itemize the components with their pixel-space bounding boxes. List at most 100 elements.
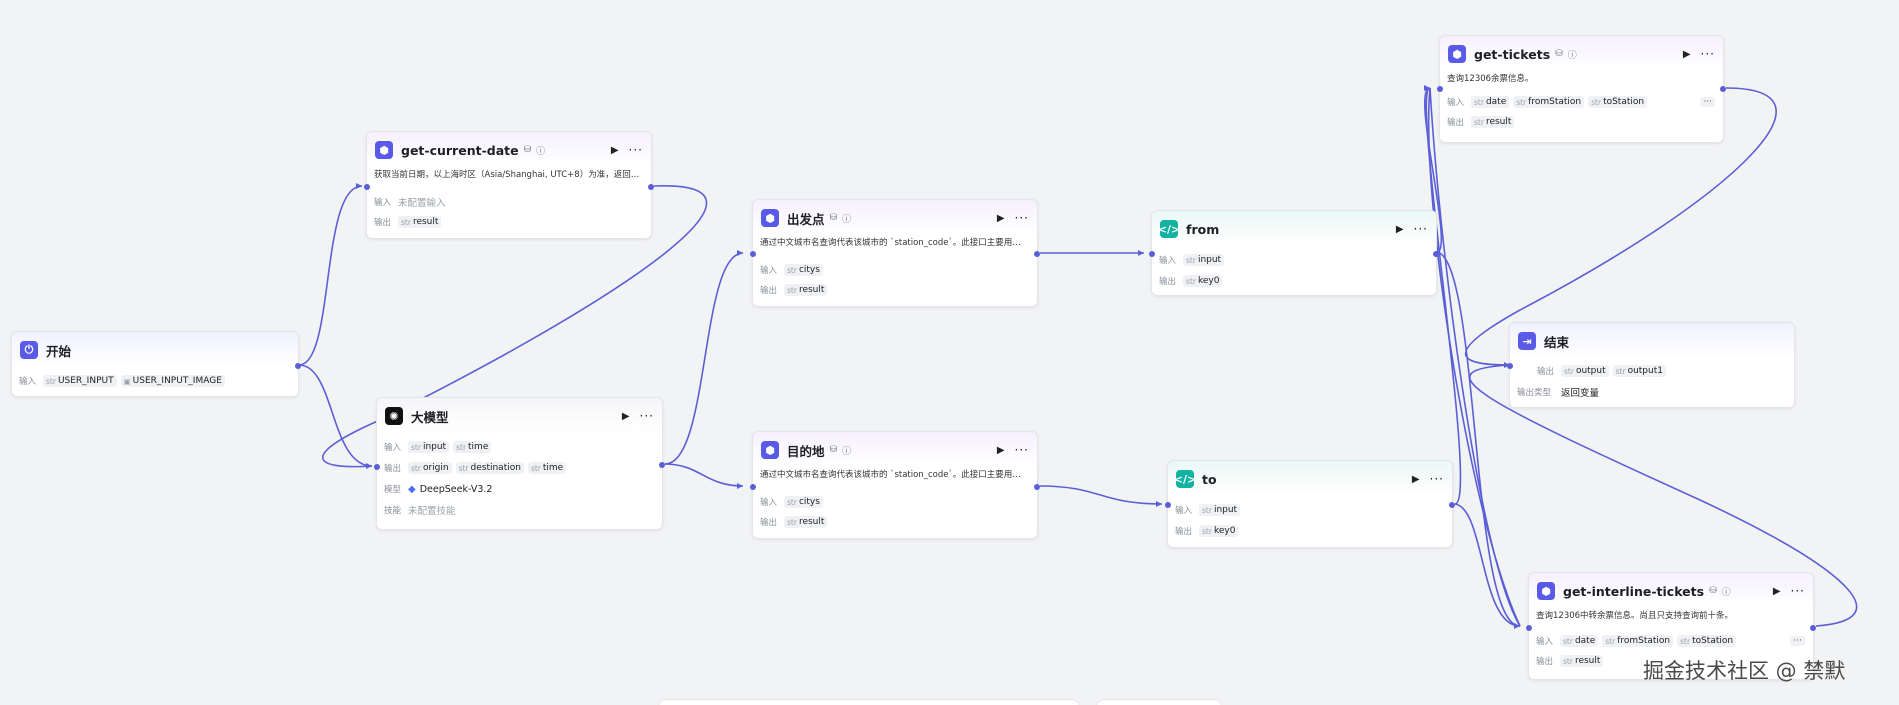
input-port[interactable] [374, 464, 380, 470]
input-port[interactable] [1437, 86, 1443, 92]
info-icon[interactable]: ⓘ [536, 146, 546, 157]
cache-icon: ⛁ [1709, 586, 1717, 596]
run-icon[interactable]: ▶ [621, 410, 630, 422]
type-label: str [456, 442, 467, 452]
node-header: ⬢ get-interline-tickets ⛁ ⓘ ▶ ··· [1537, 581, 1805, 601]
output-port[interactable] [659, 462, 665, 468]
edge-destination-to-to [1039, 485, 1163, 505]
variable-name: toStation [1692, 636, 1734, 646]
output-port[interactable] [1034, 484, 1040, 490]
node-title: 目的地 [787, 443, 825, 459]
run-icon[interactable]: ▶ [1395, 223, 1404, 235]
input-port[interactable] [750, 251, 756, 257]
input-port[interactable] [1526, 625, 1532, 631]
input-port[interactable] [1507, 363, 1513, 369]
more-icon[interactable]: ··· [1014, 211, 1029, 225]
run-icon[interactable]: ▶ [996, 212, 1005, 224]
input-port[interactable] [364, 184, 370, 190]
code-icon: </> [1174, 470, 1196, 488]
type-label: str [1516, 97, 1527, 107]
more-icon[interactable]: ··· [628, 143, 643, 157]
info-icon[interactable]: ⓘ [1721, 587, 1731, 598]
info-icon[interactable]: ⓘ [1567, 50, 1577, 61]
variable-name: input [1213, 505, 1238, 515]
output-port[interactable] [1449, 502, 1455, 508]
output-port[interactable] [648, 184, 654, 190]
node-get-interline-tickets[interactable]: ⬢ get-interline-tickets ⛁ ⓘ ▶ ··· 查询1230… [1526, 572, 1816, 680]
run-icon[interactable]: ▶ [1772, 585, 1781, 597]
type-label: str [1186, 255, 1196, 265]
more-icon[interactable]: ··· [1700, 47, 1715, 61]
plugin-icon: ⬢ [761, 209, 779, 227]
info-icon[interactable]: ⓘ [842, 446, 852, 457]
variable-name: origin [422, 463, 449, 473]
output-port[interactable] [1433, 251, 1439, 257]
node-header: ⬢ get-current-date ⛁ ⓘ ▶ ··· [375, 140, 643, 160]
more-variables-button[interactable]: ··· [1790, 636, 1805, 646]
type-label: str [1186, 276, 1196, 286]
variable-name: date [1574, 636, 1596, 646]
output-port[interactable] [1720, 86, 1726, 92]
node-header: </> to ▶ ··· [1174, 469, 1444, 489]
end-icon: ⇥ [1518, 332, 1536, 350]
variable-name: time [542, 463, 564, 473]
type-label: str [1563, 636, 1573, 646]
plugin-icon: ⬢ [1448, 45, 1466, 63]
node-get-tickets[interactable]: ⬢ get-tickets ⛁ ⓘ ▶ ··· 查询12306余票信息。 输入 … [1437, 35, 1726, 143]
input-port[interactable] [750, 484, 756, 490]
output-port[interactable] [295, 363, 301, 369]
output-port[interactable] [1034, 251, 1040, 257]
more-icon[interactable]: ··· [639, 409, 654, 423]
output-port[interactable] [1810, 625, 1816, 631]
cache-icon: ⛁ [829, 213, 838, 223]
bottom-toolbar[interactable] [658, 699, 1080, 705]
node-destination[interactable]: ⬢ 目的地 ⛁ ⓘ ▶ ··· 通过中文城市名查询代表该城市的 `station… [750, 431, 1040, 539]
input-port[interactable] [1165, 502, 1171, 508]
node-header: ⬢ 出发点 ⛁ ⓘ ▶ ··· [761, 208, 1029, 228]
bottom-toolbar-secondary[interactable] [1096, 699, 1222, 705]
more-icon[interactable]: ··· [1413, 222, 1428, 236]
type-label: str [1564, 366, 1574, 376]
variable-name: result [412, 217, 439, 227]
more-icon[interactable]: ··· [1790, 584, 1805, 598]
edge-llm-to-destination [664, 463, 744, 487]
input-row: 输入 未配置输入 [374, 194, 643, 210]
input-port[interactable] [1149, 251, 1155, 257]
node-description: 查询12306余票信息。 [1447, 74, 1534, 84]
run-icon[interactable]: ▶ [610, 144, 619, 156]
run-icon[interactable]: ▶ [1411, 473, 1420, 485]
run-icon[interactable]: ▶ [996, 444, 1005, 456]
more-variables-button[interactable]: ··· [1700, 97, 1715, 107]
node-get-current-date[interactable]: ⬢ get-current-date ⛁ ⓘ ▶ ··· 获取当前日期，以上海时… [364, 131, 654, 239]
more-icon[interactable]: ··· [1429, 472, 1444, 486]
info-icon[interactable]: ⓘ [842, 214, 852, 225]
run-icon[interactable]: ▶ [1682, 48, 1691, 60]
input-label: 输入 [1159, 256, 1177, 266]
edge-llm-to-origin [664, 252, 744, 465]
plugin-icon: ⬢ [761, 441, 779, 459]
node-header: ✺ 大模型 ▶ ··· [385, 406, 654, 426]
more-icon[interactable]: ··· [1014, 443, 1029, 457]
node-origin[interactable]: ⬢ 出发点 ⛁ ⓘ ▶ ··· 通过中文城市名查询代表该城市的 `station… [750, 199, 1040, 307]
